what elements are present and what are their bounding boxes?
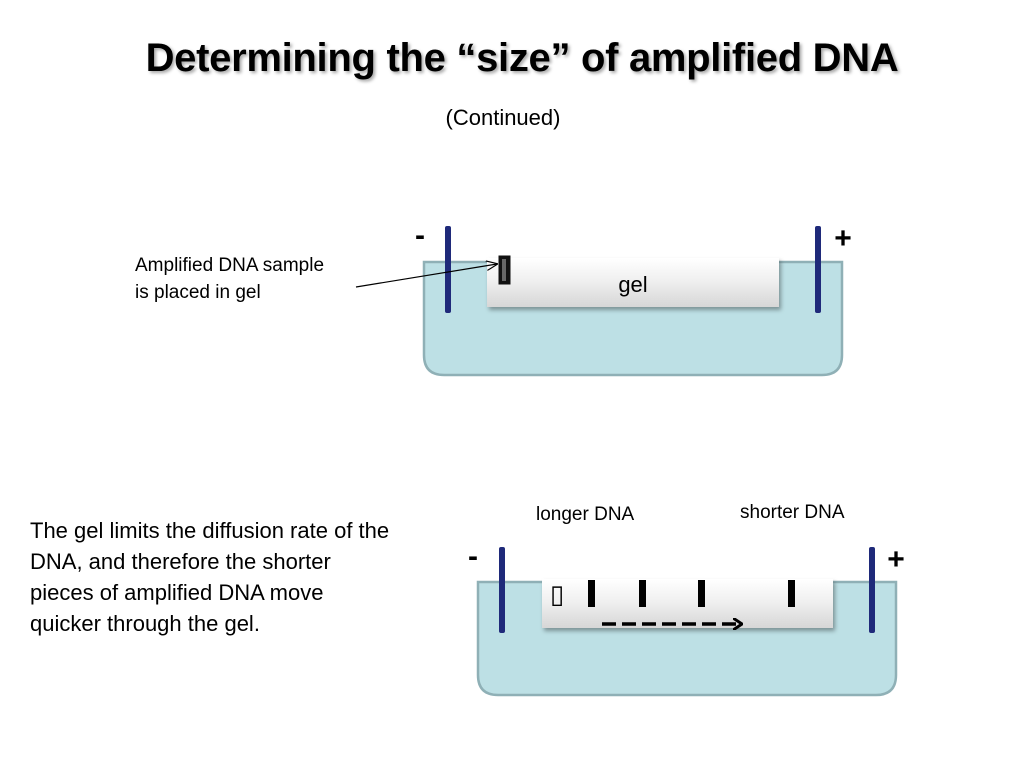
- bottom-negative-electrode: [499, 547, 505, 633]
- annotation-line-2: is placed in gel: [135, 282, 261, 303]
- dna-band-3: [698, 580, 705, 607]
- explanation-line-2: DNA, and therefore the shorter: [30, 549, 331, 574]
- bottom-positive-electrode: [869, 547, 875, 633]
- top-positive-electrode: [815, 226, 821, 313]
- top-negative-sign: -: [415, 219, 425, 252]
- dna-band-2: [639, 580, 646, 607]
- shorter-dna-label: shorter DNA: [740, 502, 845, 523]
- dna-band-4: [788, 580, 795, 607]
- slide-subtitle: (Continued): [445, 105, 561, 130]
- annotation-pointer-arrow: [355, 264, 497, 288]
- bottom-sample-well-glyph: ▯: [550, 580, 564, 610]
- annotation-line-1: Amplified DNA sample: [135, 255, 325, 276]
- explanation-text: The gel limits the diffusion rate of the…: [30, 515, 460, 639]
- explanation-line-4: quicker through the gel.: [30, 611, 260, 636]
- bottom-positive-sign: +: [887, 543, 905, 576]
- explanation-line-1: The gel limits the diffusion rate of the: [30, 518, 390, 543]
- explanation-line-3: pieces of amplified DNA move: [30, 580, 324, 605]
- slide-title: Determining the “size” of amplified DNA: [145, 36, 899, 80]
- bottom-negative-sign: -: [468, 540, 478, 573]
- bottom-gel-apparatus: ▯ - +: [468, 540, 905, 697]
- top-gel-label: gel: [618, 272, 647, 297]
- dna-band-1: [588, 580, 595, 607]
- annotation-label: Amplified DNA sample is placed in gel: [135, 252, 324, 306]
- top-negative-electrode: [445, 226, 451, 313]
- top-gel-apparatus: gel - +: [355, 219, 852, 377]
- top-gel-slab: [487, 258, 779, 307]
- top-positive-sign: +: [834, 222, 852, 255]
- longer-dna-label: longer DNA: [536, 504, 635, 525]
